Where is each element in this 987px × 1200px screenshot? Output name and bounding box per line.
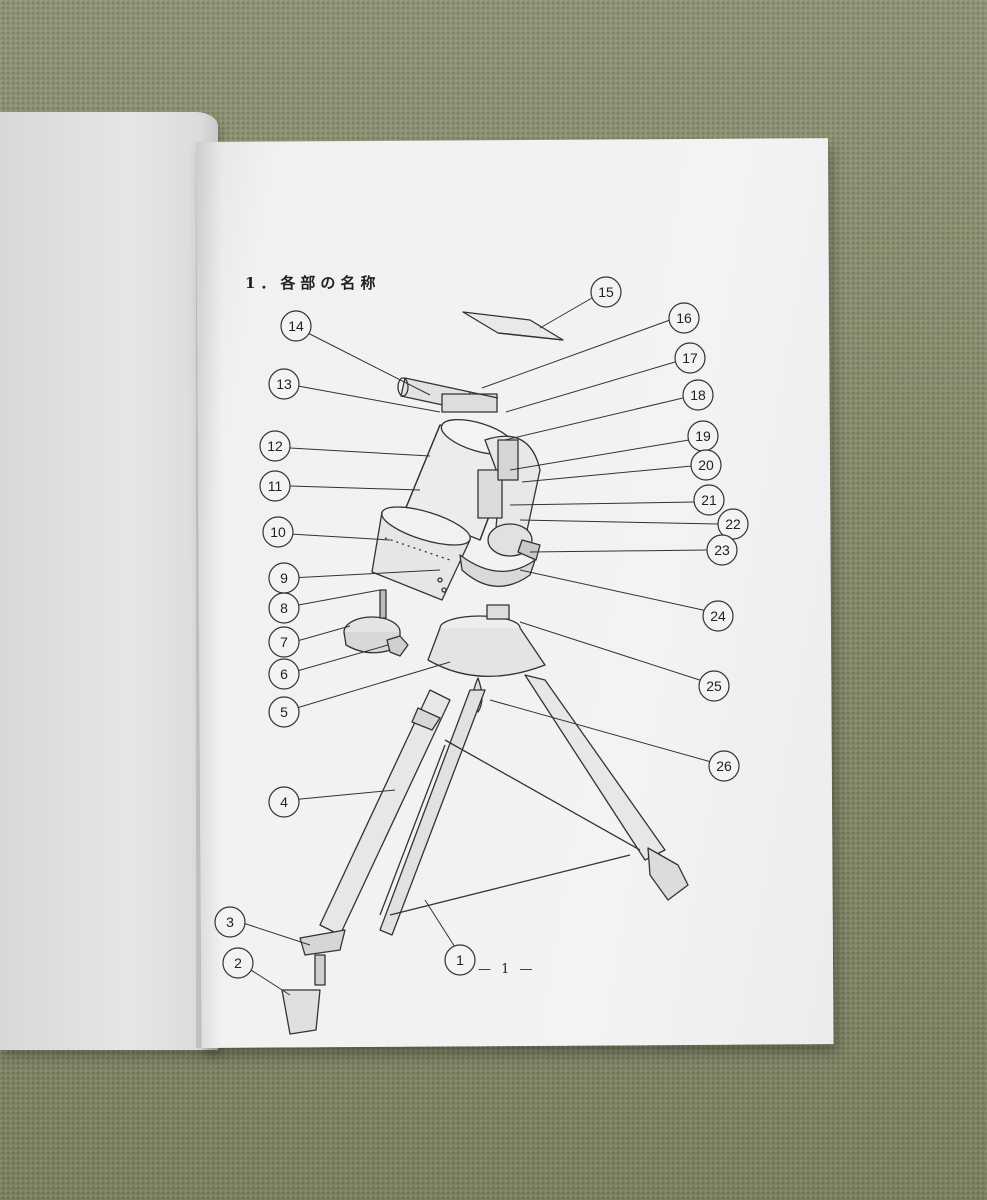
- callout-4: 4: [268, 786, 300, 818]
- dew-cap: [371, 506, 471, 601]
- callout-5: 5: [268, 696, 300, 728]
- svg-text:9: 9: [280, 570, 288, 586]
- svg-text:8: 8: [280, 600, 288, 616]
- svg-text:13: 13: [276, 376, 292, 392]
- callout-21: 21: [693, 484, 725, 516]
- callout-20: 20: [690, 449, 722, 481]
- page-spine-shadow: [196, 142, 222, 1048]
- svg-text:19: 19: [695, 428, 711, 444]
- callout-24: 24: [702, 600, 734, 632]
- section-title: 1．各部の名称: [245, 274, 381, 292]
- callout-16: 16: [668, 302, 700, 334]
- svg-text:11: 11: [268, 478, 283, 494]
- svg-text:4: 4: [280, 794, 288, 810]
- telescope-illustration: [281, 311, 689, 1035]
- svg-text:14: 14: [288, 318, 304, 334]
- svg-text:10: 10: [270, 524, 286, 540]
- svg-text:20: 20: [698, 457, 714, 473]
- callout-8: 8: [268, 592, 300, 624]
- svg-text:7: 7: [280, 634, 288, 650]
- callout-26: 26: [708, 750, 740, 782]
- fork-mount: [459, 435, 541, 587]
- callout-23: 23: [706, 534, 738, 566]
- counterweight: [343, 589, 409, 657]
- svg-text:1: 1: [456, 952, 464, 968]
- svg-text:3: 3: [226, 914, 234, 930]
- callout-17: 17: [674, 342, 706, 374]
- finder-scope: [397, 377, 499, 413]
- callout-10: 10: [262, 516, 294, 548]
- callout-1: 1: [444, 944, 476, 976]
- svg-text:2: 2: [234, 955, 242, 971]
- callout-9: 9: [268, 562, 300, 594]
- svg-text:16: 16: [676, 310, 692, 326]
- tripod-head: [427, 604, 546, 713]
- svg-text:17: 17: [682, 350, 698, 366]
- svg-text:5: 5: [280, 704, 288, 720]
- svg-text:22: 22: [725, 516, 741, 532]
- svg-text:12: 12: [267, 438, 283, 454]
- dovetail-plate: [462, 311, 564, 341]
- callout-7: 7: [268, 626, 300, 658]
- svg-text:23: 23: [714, 542, 730, 558]
- leader-lines: [239, 297, 723, 996]
- callout-15: 15: [590, 276, 622, 308]
- svg-text:18: 18: [690, 387, 706, 403]
- callout-2: 2: [222, 947, 254, 979]
- callout-6: 6: [268, 658, 300, 690]
- svg-text:25: 25: [706, 678, 722, 694]
- left-page: [0, 112, 218, 1050]
- callout-14: 14: [280, 310, 312, 342]
- callout-12: 12: [259, 430, 291, 462]
- svg-text:24: 24: [710, 608, 726, 624]
- callout-11: 11: [259, 470, 291, 502]
- callout-3: 3: [214, 906, 246, 938]
- callout-19: 19: [687, 420, 719, 452]
- svg-text:26: 26: [716, 758, 732, 774]
- svg-text:15: 15: [598, 284, 614, 300]
- callout-markers: 1 2 3 4 5 6 7 8 9 10 11 12 13 14 15 16 1…: [214, 276, 749, 979]
- tripod-legs: [281, 674, 689, 1035]
- callout-18: 18: [682, 379, 714, 411]
- svg-text:21: 21: [701, 492, 717, 508]
- callout-13: 13: [268, 368, 300, 400]
- page-number: — 1 —: [478, 962, 536, 977]
- svg-text:6: 6: [280, 666, 288, 682]
- callout-25: 25: [698, 670, 730, 702]
